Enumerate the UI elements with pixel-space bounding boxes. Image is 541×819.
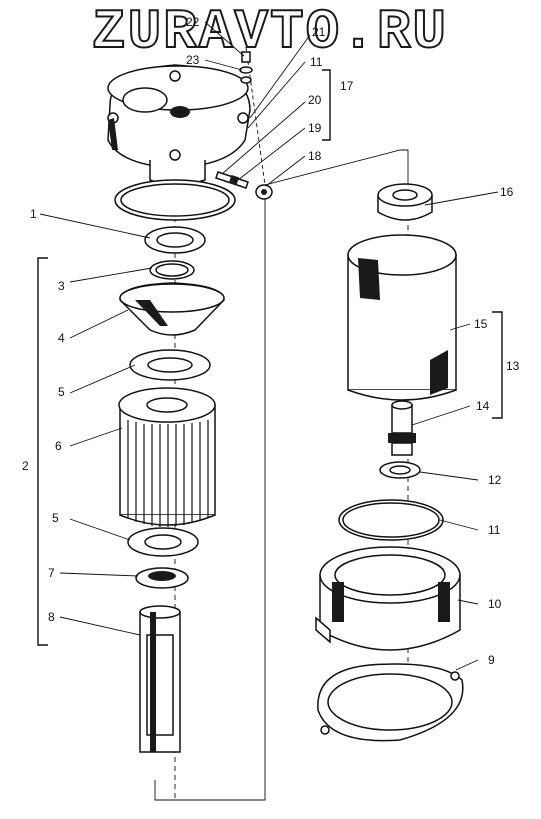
label-19: 19 xyxy=(308,121,322,135)
part-12-washer xyxy=(379,461,421,479)
watermark-logo: ZURAVTO.RU xyxy=(91,0,449,65)
label-8: 8 xyxy=(48,610,55,624)
label-2: 2 xyxy=(22,459,29,473)
label-11-top: 11 xyxy=(310,55,323,69)
label-6: 6 xyxy=(55,439,62,453)
part-15-bowl xyxy=(347,234,457,401)
label-16: 16 xyxy=(500,185,514,199)
label-14: 14 xyxy=(476,399,490,413)
label-5-top: 5 xyxy=(58,385,65,399)
part-8-tube xyxy=(139,605,181,753)
label-11-bottom: 11 xyxy=(488,523,501,537)
part-6-filter-element xyxy=(118,387,216,527)
label-10: 10 xyxy=(488,597,502,611)
filter-cover xyxy=(107,64,251,186)
part-11-oring xyxy=(338,499,444,541)
label-13: 13 xyxy=(506,359,520,373)
cover-gasket xyxy=(114,179,236,221)
part-labels: 1 2 3 4 5 6 5 7 8 9 10 11 12 13 14 15 16… xyxy=(22,15,520,667)
label-22: 22 xyxy=(186,15,200,29)
bracket-2 xyxy=(37,257,48,646)
part-5-washer-top xyxy=(129,349,211,381)
label-3: 3 xyxy=(58,279,65,293)
part-16-nut xyxy=(377,183,433,221)
part-1-ring xyxy=(144,226,206,254)
part-5-washer-bottom xyxy=(127,527,199,557)
part-10-housing xyxy=(315,546,461,651)
leader-lines xyxy=(39,21,499,671)
label-15: 15 xyxy=(474,317,488,331)
part-9-flange-gasket xyxy=(317,663,464,742)
bolt-parts xyxy=(215,51,273,200)
label-17: 17 xyxy=(340,79,354,93)
label-12: 12 xyxy=(488,473,502,487)
label-5-bottom: 5 xyxy=(52,511,59,525)
part-7-ring xyxy=(135,567,189,589)
label-4: 4 xyxy=(58,331,65,345)
label-20: 20 xyxy=(308,93,322,107)
label-7: 7 xyxy=(48,566,55,580)
label-9: 9 xyxy=(488,653,495,667)
label-1: 1 xyxy=(30,207,37,221)
bracket-13 xyxy=(492,311,503,419)
label-18: 18 xyxy=(308,149,322,163)
part-4-cone xyxy=(119,282,225,336)
bracket-17 xyxy=(322,69,331,141)
label-21: 21 xyxy=(312,25,326,39)
part-3-snapring xyxy=(149,260,195,280)
part-14-center-bolt xyxy=(388,400,416,456)
label-23: 23 xyxy=(186,53,200,67)
